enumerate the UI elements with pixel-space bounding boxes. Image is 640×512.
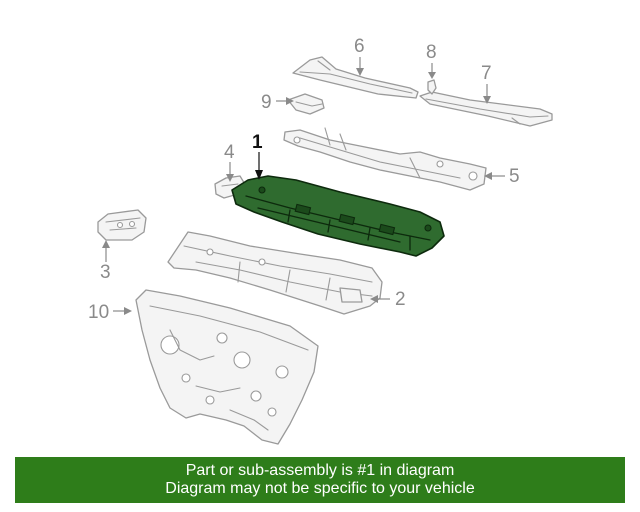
part-7-cowl-panel-right[interactable] [419, 91, 553, 127]
parts-diagram: 1 2 3 4 5 6 7 8 9 10 [88, 36, 553, 445]
callout-9: 9 [261, 92, 294, 113]
callout-4: 4 [224, 142, 235, 182]
part-3-side-bracket[interactable] [97, 209, 147, 241]
callout-2: 2 [370, 289, 406, 310]
callout-7-label: 7 [481, 63, 492, 84]
disclaimer-banner: Part or sub-assembly is #1 in diagram Di… [15, 457, 625, 503]
callout-10: 10 [88, 302, 132, 323]
callout-5: 5 [484, 166, 520, 187]
callout-3: 3 [100, 240, 111, 283]
part-9-bracket[interactable] [287, 93, 325, 115]
part-10-dash-panel[interactable] [135, 289, 319, 445]
callout-7: 7 [481, 63, 492, 104]
banner-line-1: Part or sub-assembly is #1 in diagram [185, 462, 455, 479]
callout-4-label: 4 [224, 142, 235, 163]
callout-1-label: 1 [252, 132, 263, 153]
part-1-cowl-panel-highlighted[interactable] [231, 175, 445, 257]
callout-3-label: 3 [100, 262, 111, 283]
callout-9-label: 9 [261, 92, 272, 113]
callout-2-label: 2 [395, 289, 406, 310]
callout-6: 6 [354, 36, 365, 76]
part-5-wiper-linkage[interactable] [283, 127, 487, 191]
callout-8: 8 [426, 42, 437, 79]
callout-5-label: 5 [509, 166, 520, 187]
callout-6-label: 6 [354, 36, 365, 57]
part-6-cowl-panel-left[interactable] [292, 56, 419, 99]
part-2-cowl-lower-panel[interactable] [167, 231, 383, 315]
callout-10-label: 10 [88, 302, 109, 323]
callout-1: 1 [252, 132, 263, 180]
callout-8-label: 8 [426, 42, 437, 63]
banner-line-2: Diagram may not be specific to your vehi… [165, 480, 475, 497]
part-8-clip[interactable] [427, 79, 437, 95]
